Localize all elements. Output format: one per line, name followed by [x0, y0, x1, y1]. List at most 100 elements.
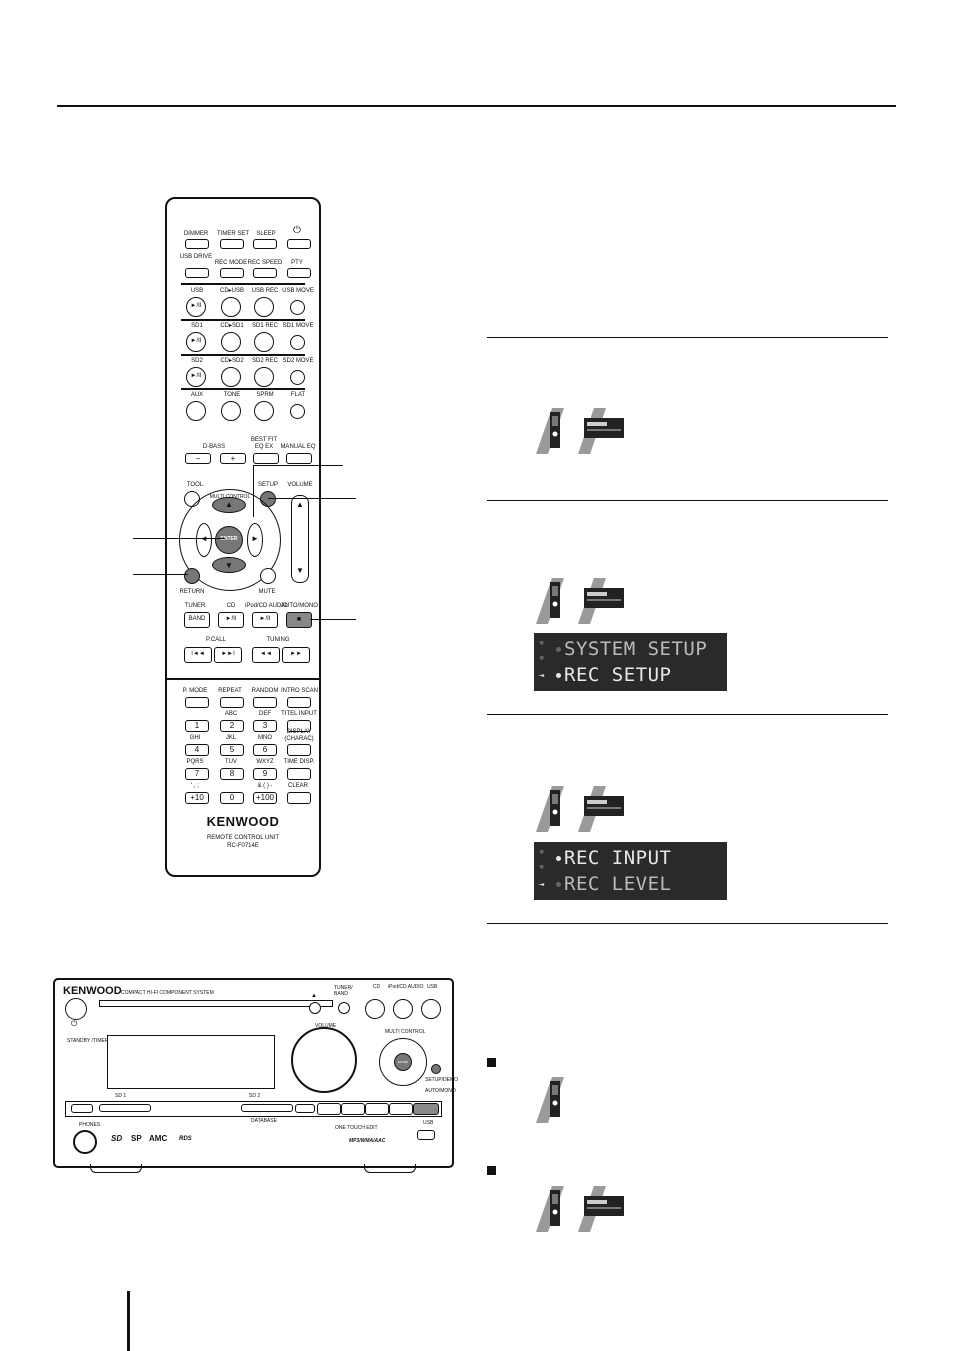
pty-button[interactable] [287, 268, 311, 278]
sd2-rec-button[interactable] [254, 367, 274, 387]
power-button[interactable] [287, 239, 311, 249]
sd-logo: SD [111, 1134, 123, 1143]
power-button[interactable] [65, 998, 87, 1020]
dbass-plus-button[interactable]: + [220, 453, 246, 464]
manual-eq-button[interactable] [286, 453, 312, 464]
aux-label: AUX [190, 392, 204, 398]
remote-separator [181, 354, 305, 356]
eject-button[interactable] [309, 1002, 321, 1014]
timer-set-button[interactable] [220, 239, 244, 249]
usb-play-button[interactable]: ►/II [186, 297, 206, 317]
amc-logo: AMC [149, 1134, 168, 1143]
rec-speed-button[interactable] [253, 268, 277, 278]
rec-mode-button[interactable] [220, 268, 244, 278]
cd-sd2-button[interactable] [221, 367, 241, 387]
stop-button[interactable]: ■ [286, 612, 312, 628]
tone-button[interactable] [221, 401, 241, 421]
sd1-play-button[interactable] [71, 1104, 93, 1113]
sd2-play-button[interactable]: ►/II [186, 367, 206, 387]
usb-drive-button[interactable] [185, 268, 209, 278]
sleep-button[interactable] [253, 239, 277, 249]
dbass-minus-button[interactable]: – [185, 453, 211, 464]
bestfit-button[interactable] [253, 453, 279, 464]
right-button[interactable]: ► [247, 523, 263, 557]
key-6[interactable]: 6 [253, 744, 277, 756]
fast-forward-icon: ►► [290, 651, 302, 657]
usb-rec-button[interactable] [254, 297, 274, 317]
dimmer-button[interactable] [185, 239, 209, 249]
tuner-band-button[interactable] [338, 1002, 350, 1014]
key-7[interactable]: 7 [185, 768, 209, 780]
cd-sd2-button[interactable] [341, 1103, 365, 1115]
sd1-move-button[interactable] [290, 335, 305, 350]
key-2[interactable]: 2 [220, 720, 244, 732]
aux-button[interactable] [389, 1103, 413, 1115]
cd-play-button[interactable]: ►/II [218, 612, 244, 628]
cd-button[interactable] [365, 999, 385, 1019]
clear-button[interactable] [287, 792, 311, 804]
key-8[interactable]: 8 [220, 768, 244, 780]
key-label: 1 [194, 721, 200, 730]
rds-logo: RDS [179, 1136, 192, 1142]
usb-drive-label: USB DRIVE [179, 254, 213, 260]
mute-button[interactable] [260, 568, 276, 584]
sd2-play-button[interactable] [295, 1104, 315, 1113]
volume-knob[interactable] [291, 1027, 357, 1093]
down-button[interactable]: ▼ [212, 557, 246, 573]
key-5[interactable]: 5 [220, 744, 244, 756]
skip-forward-button[interactable]: ►►I [214, 647, 242, 663]
titel-input-button[interactable] [287, 720, 311, 732]
sd1-play-button[interactable]: ►/II [186, 332, 206, 352]
key-0[interactable]: 0 [220, 792, 244, 804]
repeat-button[interactable] [220, 697, 244, 708]
cd-label: CD [373, 984, 381, 990]
ipod-button[interactable] [393, 999, 413, 1019]
sd1-rec-label: SD1 REC [251, 323, 278, 329]
key-9[interactable]: 9 [253, 768, 277, 780]
up-button[interactable]: ▲ [212, 497, 246, 513]
random-button[interactable] [253, 697, 277, 708]
fast-forward-button[interactable]: ►► [282, 647, 310, 663]
key-label: 4 [194, 745, 200, 754]
cd-sd1-button[interactable] [317, 1103, 341, 1115]
time-disp-button[interactable] [287, 768, 311, 780]
ipod-play-button[interactable]: ►/II [252, 612, 278, 628]
skip-back-button[interactable]: I◄◄ [184, 647, 212, 663]
key-plus100[interactable]: +100 [253, 792, 277, 804]
cd-sd1-button[interactable] [221, 332, 241, 352]
auto-mono-label: AUTO/MONO [425, 1088, 456, 1094]
intro-scan-button[interactable] [287, 697, 311, 708]
cd-usb-button[interactable] [365, 1103, 389, 1115]
down-arrow-icon: ▼ [225, 561, 233, 570]
cd-usb-button[interactable] [221, 297, 241, 317]
rewind-button[interactable]: ◄◄ [252, 647, 280, 663]
key-1[interactable]: 1 [185, 720, 209, 732]
band-button[interactable]: BAND [184, 612, 210, 628]
key-4[interactable]: 4 [185, 744, 209, 756]
usb-button[interactable] [421, 999, 441, 1019]
flat-button[interactable] [290, 404, 305, 419]
volume-rocker[interactable] [291, 495, 309, 583]
sd1-label: SD1 [191, 323, 203, 329]
key-plus10[interactable]: +10 [185, 792, 209, 804]
setup-demo-button[interactable] [431, 1064, 441, 1074]
key-3[interactable]: 3 [253, 720, 277, 732]
sprm-button[interactable] [254, 401, 274, 421]
usb-move-button[interactable] [290, 300, 305, 315]
enter-button[interactable]: ENTER [394, 1053, 412, 1071]
enter-button[interactable]: ENTER [215, 526, 243, 554]
remote-brand-logo: KENWOOD [206, 814, 280, 829]
headphone-jack [73, 1130, 97, 1154]
key-label: 7 [194, 769, 200, 778]
minus-icon: – [195, 454, 201, 463]
key-label: 9 [262, 769, 268, 778]
aux-button[interactable] [186, 401, 206, 421]
sd2-move-button[interactable] [290, 370, 305, 385]
pmode-button[interactable] [185, 697, 209, 708]
auto-mono-button[interactable] [413, 1103, 439, 1115]
return-button[interactable] [184, 568, 200, 584]
remote-control: DIMMER TIMER SET SLEEP ⏻ USB DRIVE REC M… [165, 197, 321, 877]
sd1-rec-button[interactable] [254, 332, 274, 352]
left-button[interactable]: ◄ [196, 523, 212, 557]
display-button[interactable] [287, 744, 311, 756]
